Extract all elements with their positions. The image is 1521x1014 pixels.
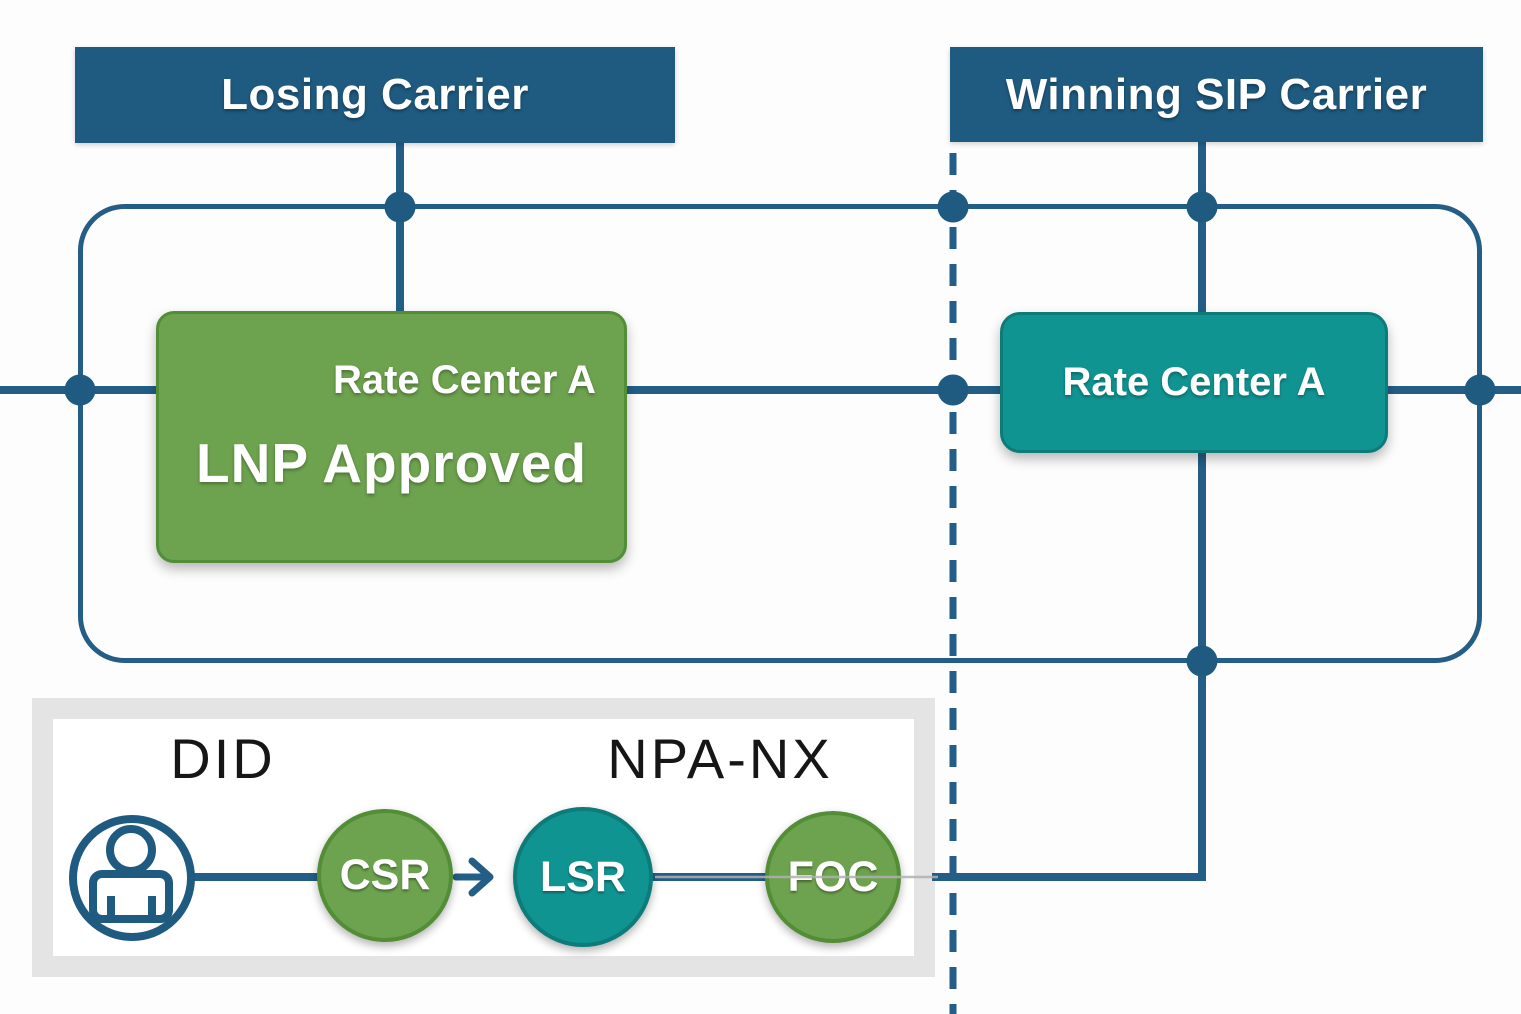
lsr-label: LSR: [540, 852, 626, 901]
junction-dot: [937, 374, 969, 406]
losing-carrier-label: Losing Carrier: [221, 70, 529, 119]
junction-dot: [384, 191, 416, 223]
csr-label: CSR: [339, 851, 431, 899]
junction-dot: [1186, 191, 1218, 223]
winning-carrier-label: Winning SIP Carrier: [1005, 69, 1428, 119]
winning-carrier-header: Winning SIP Carrier: [950, 47, 1483, 142]
losing-rate-center-name: Rate Center A: [332, 358, 596, 402]
junction-dot: [64, 374, 96, 406]
winning-rate-center-box: Rate Center A: [1000, 312, 1388, 453]
foc-label: FOC: [787, 852, 879, 901]
winning-rate-center-name: Rate Center A: [1062, 360, 1326, 404]
person-at-desk-icon: [69, 815, 195, 941]
foc-step: FOC: [765, 811, 901, 943]
lsr-step: LSR: [513, 807, 653, 947]
did-label: DID: [170, 727, 276, 790]
losing-carrier-header: Losing Carrier: [75, 47, 675, 143]
junction-dot: [1186, 645, 1218, 677]
npa-nx-label: NPA-NX: [607, 727, 833, 790]
csr-step: CSR: [317, 809, 453, 942]
junction-dot: [937, 191, 969, 223]
losing-rate-center-box: Rate Center A LNP Approved: [156, 311, 627, 563]
lnp-status-label: LNP Approved: [196, 432, 587, 494]
junction-dot: [1464, 374, 1496, 406]
